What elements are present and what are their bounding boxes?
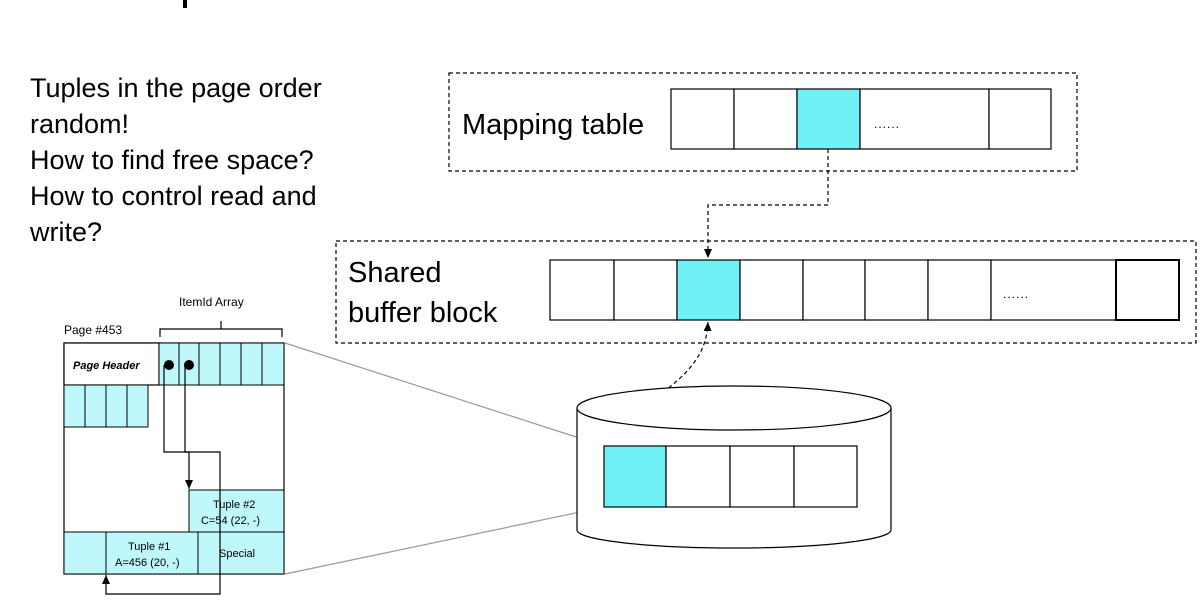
question-line: How to control read and bbox=[30, 181, 317, 211]
buffer-cell bbox=[1115, 259, 1180, 321]
buffer-label-line1: Shared bbox=[348, 257, 442, 289]
special-label: Special bbox=[219, 548, 255, 560]
buffer-cell bbox=[927, 259, 992, 321]
free-cell bbox=[63, 531, 107, 575]
mapping-ellipsis: ...... bbox=[874, 117, 900, 131]
page-number-label: Page #453 bbox=[64, 323, 122, 337]
question-line: How to find free space? bbox=[30, 145, 314, 175]
tuple-2-line2: C=54 (22, -) bbox=[201, 515, 260, 527]
itemid-cell bbox=[105, 384, 128, 428]
question-text: Tuples in the page order random! How to … bbox=[29, 73, 322, 247]
disk-top bbox=[576, 385, 892, 431]
buffer-cell bbox=[802, 259, 866, 321]
buffer-cell bbox=[613, 259, 678, 321]
buffer-frame bbox=[335, 240, 1197, 344]
disk-block-highlighted bbox=[603, 445, 667, 508]
mapping-table-label: Mapping table bbox=[462, 109, 644, 141]
pointer-to-tuple-1 bbox=[102, 365, 221, 595]
buffer-cell-highlighted bbox=[676, 259, 741, 321]
itemid-cell bbox=[84, 384, 107, 428]
page-connector-line bbox=[284, 506, 605, 575]
pointer-to-tuple-2 bbox=[163, 365, 193, 489]
mapping-cell bbox=[670, 88, 735, 150]
itemid-array-brace bbox=[159, 321, 283, 337]
itemid-cell bbox=[240, 342, 263, 386]
question-line: write? bbox=[29, 217, 102, 247]
itemid-pointer-dot bbox=[164, 360, 174, 370]
tuple-2-line1: Tuple #2 bbox=[213, 499, 255, 511]
question-line: random! bbox=[30, 109, 129, 139]
buffer-cell bbox=[990, 259, 1117, 321]
mapping-table: Mapping table ...... bbox=[448, 72, 1078, 172]
question-line: Tuples in the page order bbox=[30, 73, 322, 103]
itemid-cell bbox=[63, 384, 86, 428]
itemid-cell bbox=[126, 384, 149, 428]
buffer-cell bbox=[739, 259, 804, 321]
tuple-2-cell bbox=[188, 489, 285, 533]
disk-cylinder bbox=[576, 385, 892, 549]
page-header-label: Page Header bbox=[73, 360, 140, 372]
buffer-cell bbox=[864, 259, 929, 321]
buffer-label-line2: buffer block bbox=[348, 297, 498, 329]
disk-block bbox=[793, 445, 858, 508]
itemid-array-label: ItemId Array bbox=[179, 295, 244, 309]
tuple-1-line2: A=456 (20, -) bbox=[115, 557, 180, 569]
mapping-cell-highlighted bbox=[796, 88, 861, 150]
buffer-cell bbox=[549, 259, 615, 321]
itemid-cell bbox=[261, 342, 285, 386]
cropped-title-glyph bbox=[183, 0, 187, 8]
disk-block bbox=[665, 445, 731, 508]
mapping-to-buffer-arrow bbox=[704, 149, 829, 258]
page-layout: ItemId Array Page #453 Page Header Tuple… bbox=[63, 295, 285, 595]
tuple-1-line1: Tuple #1 bbox=[128, 541, 170, 553]
itemid-cell bbox=[198, 342, 221, 386]
mapping-cell bbox=[988, 88, 1052, 150]
buffer-ellipsis: ...... bbox=[1003, 287, 1029, 301]
itemid-cell bbox=[219, 342, 242, 386]
shared-buffer-block: Shared buffer block ...... bbox=[335, 240, 1197, 344]
special-cell bbox=[197, 531, 285, 575]
mapping-cell bbox=[733, 88, 798, 150]
page-connector-line bbox=[284, 342, 605, 447]
itemid-pointer-dot bbox=[184, 360, 194, 370]
mapping-table-frame bbox=[448, 72, 1078, 172]
mapping-cell bbox=[859, 88, 990, 150]
disk-block bbox=[729, 445, 795, 508]
